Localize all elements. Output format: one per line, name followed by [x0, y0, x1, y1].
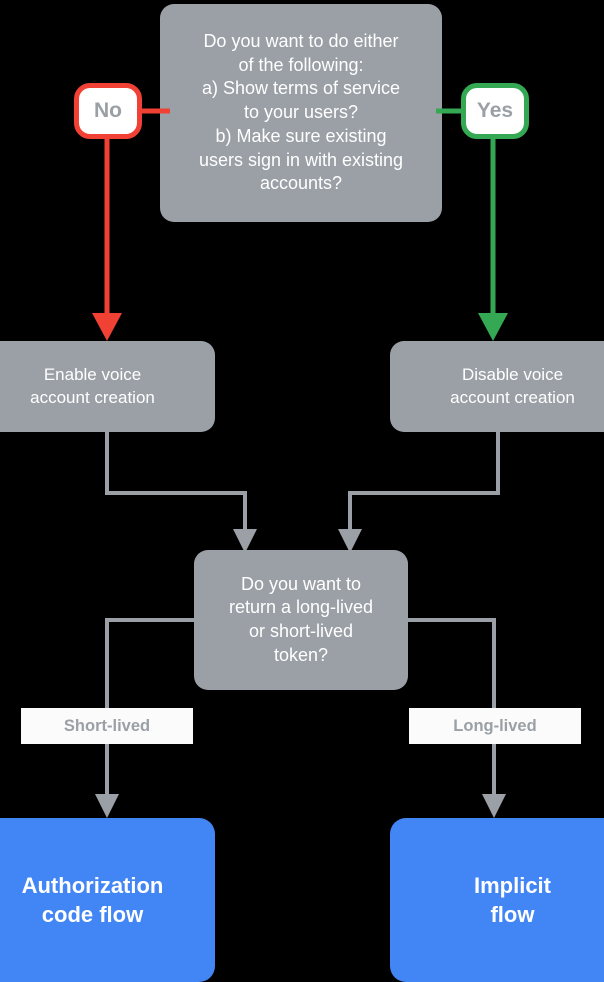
- outcome-node-authorization-code-flow: Authorization code flow: [0, 818, 215, 982]
- action-node-disable-voice-account-creation: Disable voice account creation: [390, 341, 604, 432]
- edge-label-short-lived: Short-lived: [21, 708, 193, 744]
- outcome-node-implicit-flow: Implicit flow: [390, 818, 604, 982]
- action-node-enable-voice-account-creation: Enable voice account creation: [0, 341, 215, 432]
- decision-node-token-lifetime-question: Do you want to return a long-lived or sh…: [194, 550, 408, 690]
- answer-pill-no[interactable]: No: [74, 83, 142, 139]
- connector-yes-to-disable: [478, 130, 508, 341]
- edge-label-long-lived: Long-lived: [409, 708, 581, 744]
- answer-pill-yes-label: Yes: [476, 99, 514, 122]
- edge-label-long-lived-text: Long-lived: [453, 716, 537, 735]
- answer-pill-yes[interactable]: Yes: [461, 83, 529, 139]
- decision-node-terms-of-service-question: Do you want to do either of the followin…: [160, 4, 442, 222]
- outcome-node-authorization-code-flow-label: Authorization code flow: [21, 872, 164, 927]
- connector-disable-to-token-question: [338, 425, 500, 553]
- decision-node-token-lifetime-question-label: Do you want to return a long-lived or sh…: [228, 573, 374, 665]
- connector-enable-to-token-question: [105, 425, 257, 553]
- edge-label-short-lived-text: Short-lived: [63, 716, 151, 735]
- connector-no-to-enable: [92, 130, 122, 341]
- outcome-node-implicit-flow-label: Implicit flow: [473, 872, 551, 927]
- decision-node-terms-of-service-question-label: Do you want to do either of the followin…: [198, 30, 404, 194]
- answer-pill-no-label: No: [94, 99, 122, 122]
- action-node-disable-voice-account-creation-label: Disable voice account creation: [450, 365, 575, 407]
- action-node-enable-voice-account-creation-label: Enable voice account creation: [30, 365, 155, 407]
